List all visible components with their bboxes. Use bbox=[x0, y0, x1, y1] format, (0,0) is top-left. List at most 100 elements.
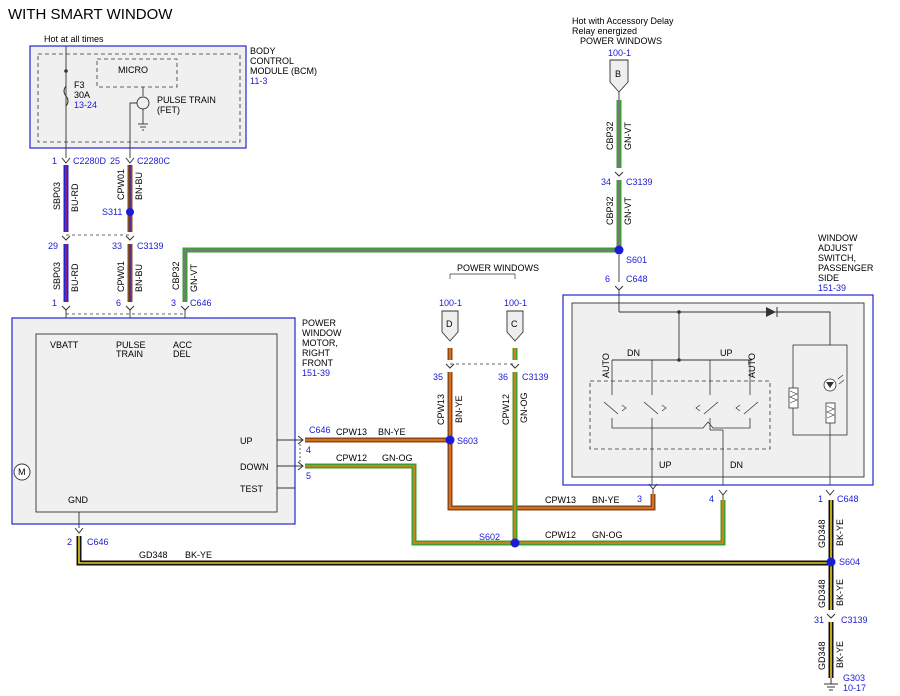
wire-color-bnye-b: BN-YE bbox=[592, 495, 620, 505]
wire-color-bkye-a: BK-YE bbox=[185, 550, 212, 560]
wire-color-gnog-a: GN-OG bbox=[382, 453, 413, 463]
pin-29: 29 bbox=[48, 241, 58, 251]
wire-color-burd-b: BU-RD bbox=[70, 263, 80, 292]
fuse-amp: 30A bbox=[74, 90, 90, 100]
wire-code-cpw13-a: CPW13 bbox=[336, 427, 367, 437]
fuse-name: F3 bbox=[74, 80, 85, 90]
splice-s602 bbox=[510, 538, 520, 548]
led-ray-2 bbox=[838, 379, 845, 385]
wire-color-bkye-b: BK-YE bbox=[835, 519, 845, 546]
pin-6-c648: 6 bbox=[605, 274, 610, 284]
sw-blade-3 bbox=[703, 401, 719, 415]
micro-box bbox=[96, 58, 178, 88]
pin-6-c646: 6 bbox=[116, 298, 121, 308]
splice-s311 bbox=[126, 208, 134, 216]
resistor-icon bbox=[825, 402, 836, 424]
switch-label-3: SWITCH, bbox=[818, 253, 856, 263]
wire-color-gnvt-c: GN-VT bbox=[623, 197, 633, 226]
wire-color-burd-a: BU-RD bbox=[70, 183, 80, 212]
connector-arrow-icon bbox=[297, 435, 304, 445]
pw-ref-top: 100-1 bbox=[608, 48, 631, 58]
power-windows-label: POWER WINDOWS bbox=[457, 263, 539, 273]
pin-acc-1: ACC bbox=[173, 340, 193, 350]
connector-d-label: D bbox=[446, 319, 453, 329]
switch-pin-3: 3 bbox=[637, 494, 642, 504]
fet-output-line bbox=[129, 102, 137, 158]
wire-code-gd348-a: GD348 bbox=[139, 550, 168, 560]
wire-code-gd348-b: GD348 bbox=[817, 519, 827, 548]
splice-s601 bbox=[614, 245, 624, 255]
connector-c648-top: C648 bbox=[626, 274, 648, 284]
fuse-dot bbox=[64, 69, 68, 73]
pin-5-c646: 5 bbox=[306, 471, 311, 481]
switch-auto-right: AUTO bbox=[747, 353, 757, 378]
pin-up: UP bbox=[240, 436, 253, 446]
wire-color-bnye-v: BN-YE bbox=[454, 395, 464, 423]
wire-gd348-a-stripe bbox=[78, 536, 831, 564]
pin-33: 33 bbox=[112, 241, 122, 251]
sw-blade-1 bbox=[603, 401, 619, 415]
resistor-icon bbox=[788, 387, 799, 409]
micro-label: MICRO bbox=[118, 65, 148, 75]
pin-1-c646: 1 bbox=[52, 298, 57, 308]
bcm-ref: 11-3 bbox=[250, 76, 267, 86]
wire-color-bnbu-b: BN-BU bbox=[134, 264, 144, 292]
sw-blade-4 bbox=[743, 401, 759, 415]
resistor-zigzag bbox=[789, 390, 798, 404]
switch-auto-left: AUTO bbox=[601, 353, 611, 378]
wire-code-cbp32-c: CBP32 bbox=[605, 196, 615, 225]
connector-arrow-icon bbox=[510, 363, 520, 369]
fet-label-2: (FET) bbox=[157, 105, 180, 115]
wire-code-sbp03-a: SBP03 bbox=[52, 182, 62, 210]
motor-box bbox=[11, 317, 296, 525]
led-symbol bbox=[826, 382, 834, 388]
connector-c648-bot: C648 bbox=[837, 494, 859, 504]
sw-arrow-icon bbox=[695, 404, 701, 412]
pin-pulse-2: TRAIN bbox=[116, 349, 143, 359]
sw-arrow-icon bbox=[735, 404, 741, 412]
wire-code-cpw13-b: CPW13 bbox=[545, 495, 576, 505]
connector-arrow-icon bbox=[125, 305, 135, 311]
switch-inner-box bbox=[571, 302, 865, 478]
wire-color-bkye-c: BK-YE bbox=[835, 579, 845, 606]
connector-arrow-icon bbox=[297, 461, 304, 471]
wire-code-cpw12-b: CPW12 bbox=[545, 530, 576, 540]
switch-bottom-up: UP bbox=[659, 460, 672, 470]
connector-d-icon bbox=[441, 310, 459, 342]
fuse-ref: 13-24 bbox=[74, 100, 97, 110]
splice-s311-label: S311 bbox=[102, 207, 122, 217]
switch-label-1: WINDOW bbox=[818, 233, 858, 243]
connector-arrow-icon bbox=[61, 157, 71, 164]
pin-35: 35 bbox=[433, 372, 443, 382]
pin-test: TEST bbox=[240, 484, 264, 494]
connector-c3139-mid: C3139 bbox=[522, 372, 549, 382]
connector-arrow-icon bbox=[614, 171, 624, 177]
junction-dot bbox=[677, 358, 681, 362]
connector-c3139-top: C3139 bbox=[626, 177, 653, 187]
connector-c646-gnd: C646 bbox=[87, 537, 109, 547]
connector-c2280c: C2280C bbox=[137, 156, 171, 166]
pin-gnd: GND bbox=[68, 495, 89, 505]
pin-vbatt: VBATT bbox=[50, 340, 79, 350]
splice-s603 bbox=[445, 435, 455, 445]
wire-code-gd348-c: GD348 bbox=[817, 579, 827, 608]
hot-accessory-1: Hot with Accessory Delay bbox=[572, 16, 674, 26]
pin-3-c646: 3 bbox=[171, 298, 176, 308]
switch-contacts-box bbox=[589, 380, 771, 450]
pin-31: 31 bbox=[814, 615, 824, 625]
led-ray bbox=[837, 374, 844, 380]
connector-c-label: C bbox=[511, 319, 518, 329]
wire-code-cpw12-v: CPW12 bbox=[501, 394, 511, 425]
wire-code-gd348-d: GD348 bbox=[817, 641, 827, 670]
sw-blade-2 bbox=[643, 401, 659, 415]
connector-c3139-left: C3139 bbox=[137, 241, 164, 251]
wire-color-gnvt-b: GN-VT bbox=[623, 122, 633, 151]
pin-36: 36 bbox=[498, 372, 508, 382]
wire-cbp32-horizontal bbox=[182, 247, 618, 302]
diode-icon bbox=[766, 307, 776, 317]
pw-ref-d: 100-1 bbox=[439, 298, 462, 308]
wire-cpw12-a-stripe bbox=[305, 465, 515, 544]
wire-color-gnvt-a: GN-VT bbox=[189, 264, 199, 293]
connector-b-label: B bbox=[615, 69, 621, 79]
connector-c646-up: C646 bbox=[309, 425, 331, 435]
